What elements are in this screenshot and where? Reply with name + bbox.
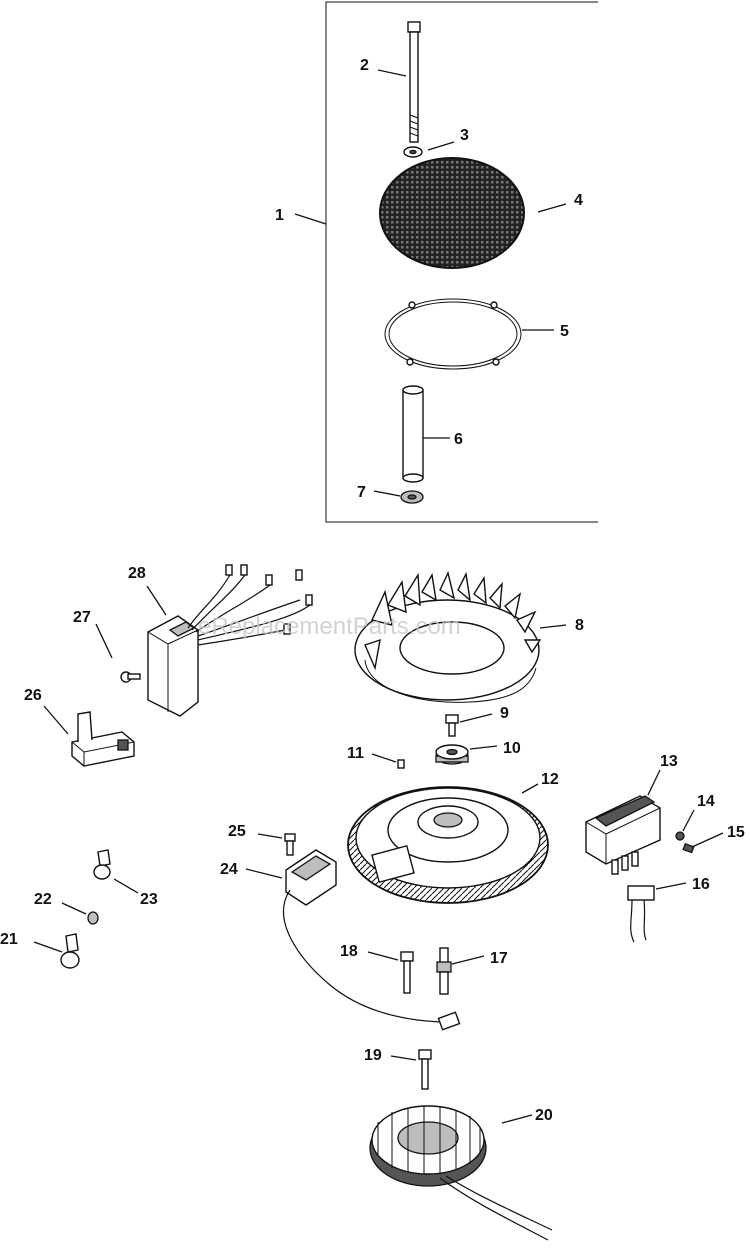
callout-labels: 1 2 3 4 5 6 7 8 9 10 11 12 13 14 15 16 1… — [0, 57, 745, 1124]
callout-11: 11 — [347, 745, 364, 762]
part-12-flywheel — [347, 786, 549, 904]
part-14-nut — [675, 831, 685, 841]
callout-20: 20 — [535, 1107, 553, 1124]
callout-8: 8 — [575, 617, 584, 634]
callout-6: 6 — [454, 431, 463, 448]
part-5-ring — [384, 298, 522, 370]
callout-21: 21 — [0, 931, 18, 948]
callout-2: 2 — [360, 57, 369, 74]
callout-16: 16 — [692, 876, 710, 893]
callout-22: 22 — [34, 891, 52, 908]
part-16-connector — [627, 885, 655, 943]
callout-15: 15 — [727, 824, 745, 841]
callout-5: 5 — [560, 323, 569, 340]
callout-23: 23 — [140, 891, 158, 908]
callout-1: 1 — [275, 207, 284, 224]
callout-18: 18 — [340, 943, 358, 960]
part-22-nut — [87, 911, 99, 925]
part-20-stator — [369, 1105, 553, 1241]
part-2-bolt — [407, 21, 421, 143]
callout-9: 9 — [500, 705, 509, 722]
callout-14: 14 — [697, 793, 715, 810]
callout-26: 26 — [24, 687, 42, 704]
part-25-screw — [284, 833, 296, 856]
part-4-screen — [379, 157, 525, 269]
callout-17: 17 — [490, 950, 508, 967]
part-13-regulator — [585, 795, 661, 875]
part-6-tube — [402, 385, 424, 483]
part-21-clamp — [60, 933, 80, 969]
kit-bracket-frame — [325, 1, 598, 523]
callout-24: 24 — [220, 861, 238, 878]
part-8-fan-housing — [354, 570, 542, 703]
part-17-spark-plug — [436, 947, 452, 995]
callout-25: 25 — [228, 823, 246, 840]
watermark: eReplacementParts.com — [198, 613, 461, 640]
callout-7: 7 — [357, 484, 366, 501]
part-19-bolt — [418, 1049, 432, 1090]
part-18-bolt — [400, 951, 414, 994]
callout-19: 19 — [364, 1047, 382, 1064]
callout-12: 12 — [541, 771, 559, 788]
part-23-clamp — [93, 849, 111, 880]
callout-10: 10 — [503, 740, 521, 757]
callout-4: 4 — [574, 192, 583, 209]
part-11-key — [397, 759, 405, 769]
callout-3: 3 — [460, 127, 469, 144]
part-28-module-box — [147, 564, 313, 717]
callout-28: 28 — [128, 565, 146, 582]
callout-13: 13 — [660, 753, 678, 770]
part-27-screw — [120, 671, 141, 683]
part-24-ignition-module — [282, 849, 461, 1031]
part-15-screw — [682, 842, 695, 854]
part-9-screw — [445, 714, 459, 737]
leader-lines — [33, 69, 724, 1124]
part-10-spacer — [435, 744, 469, 765]
part-26-terminal-block — [71, 711, 135, 767]
callout-27: 27 — [73, 609, 91, 626]
